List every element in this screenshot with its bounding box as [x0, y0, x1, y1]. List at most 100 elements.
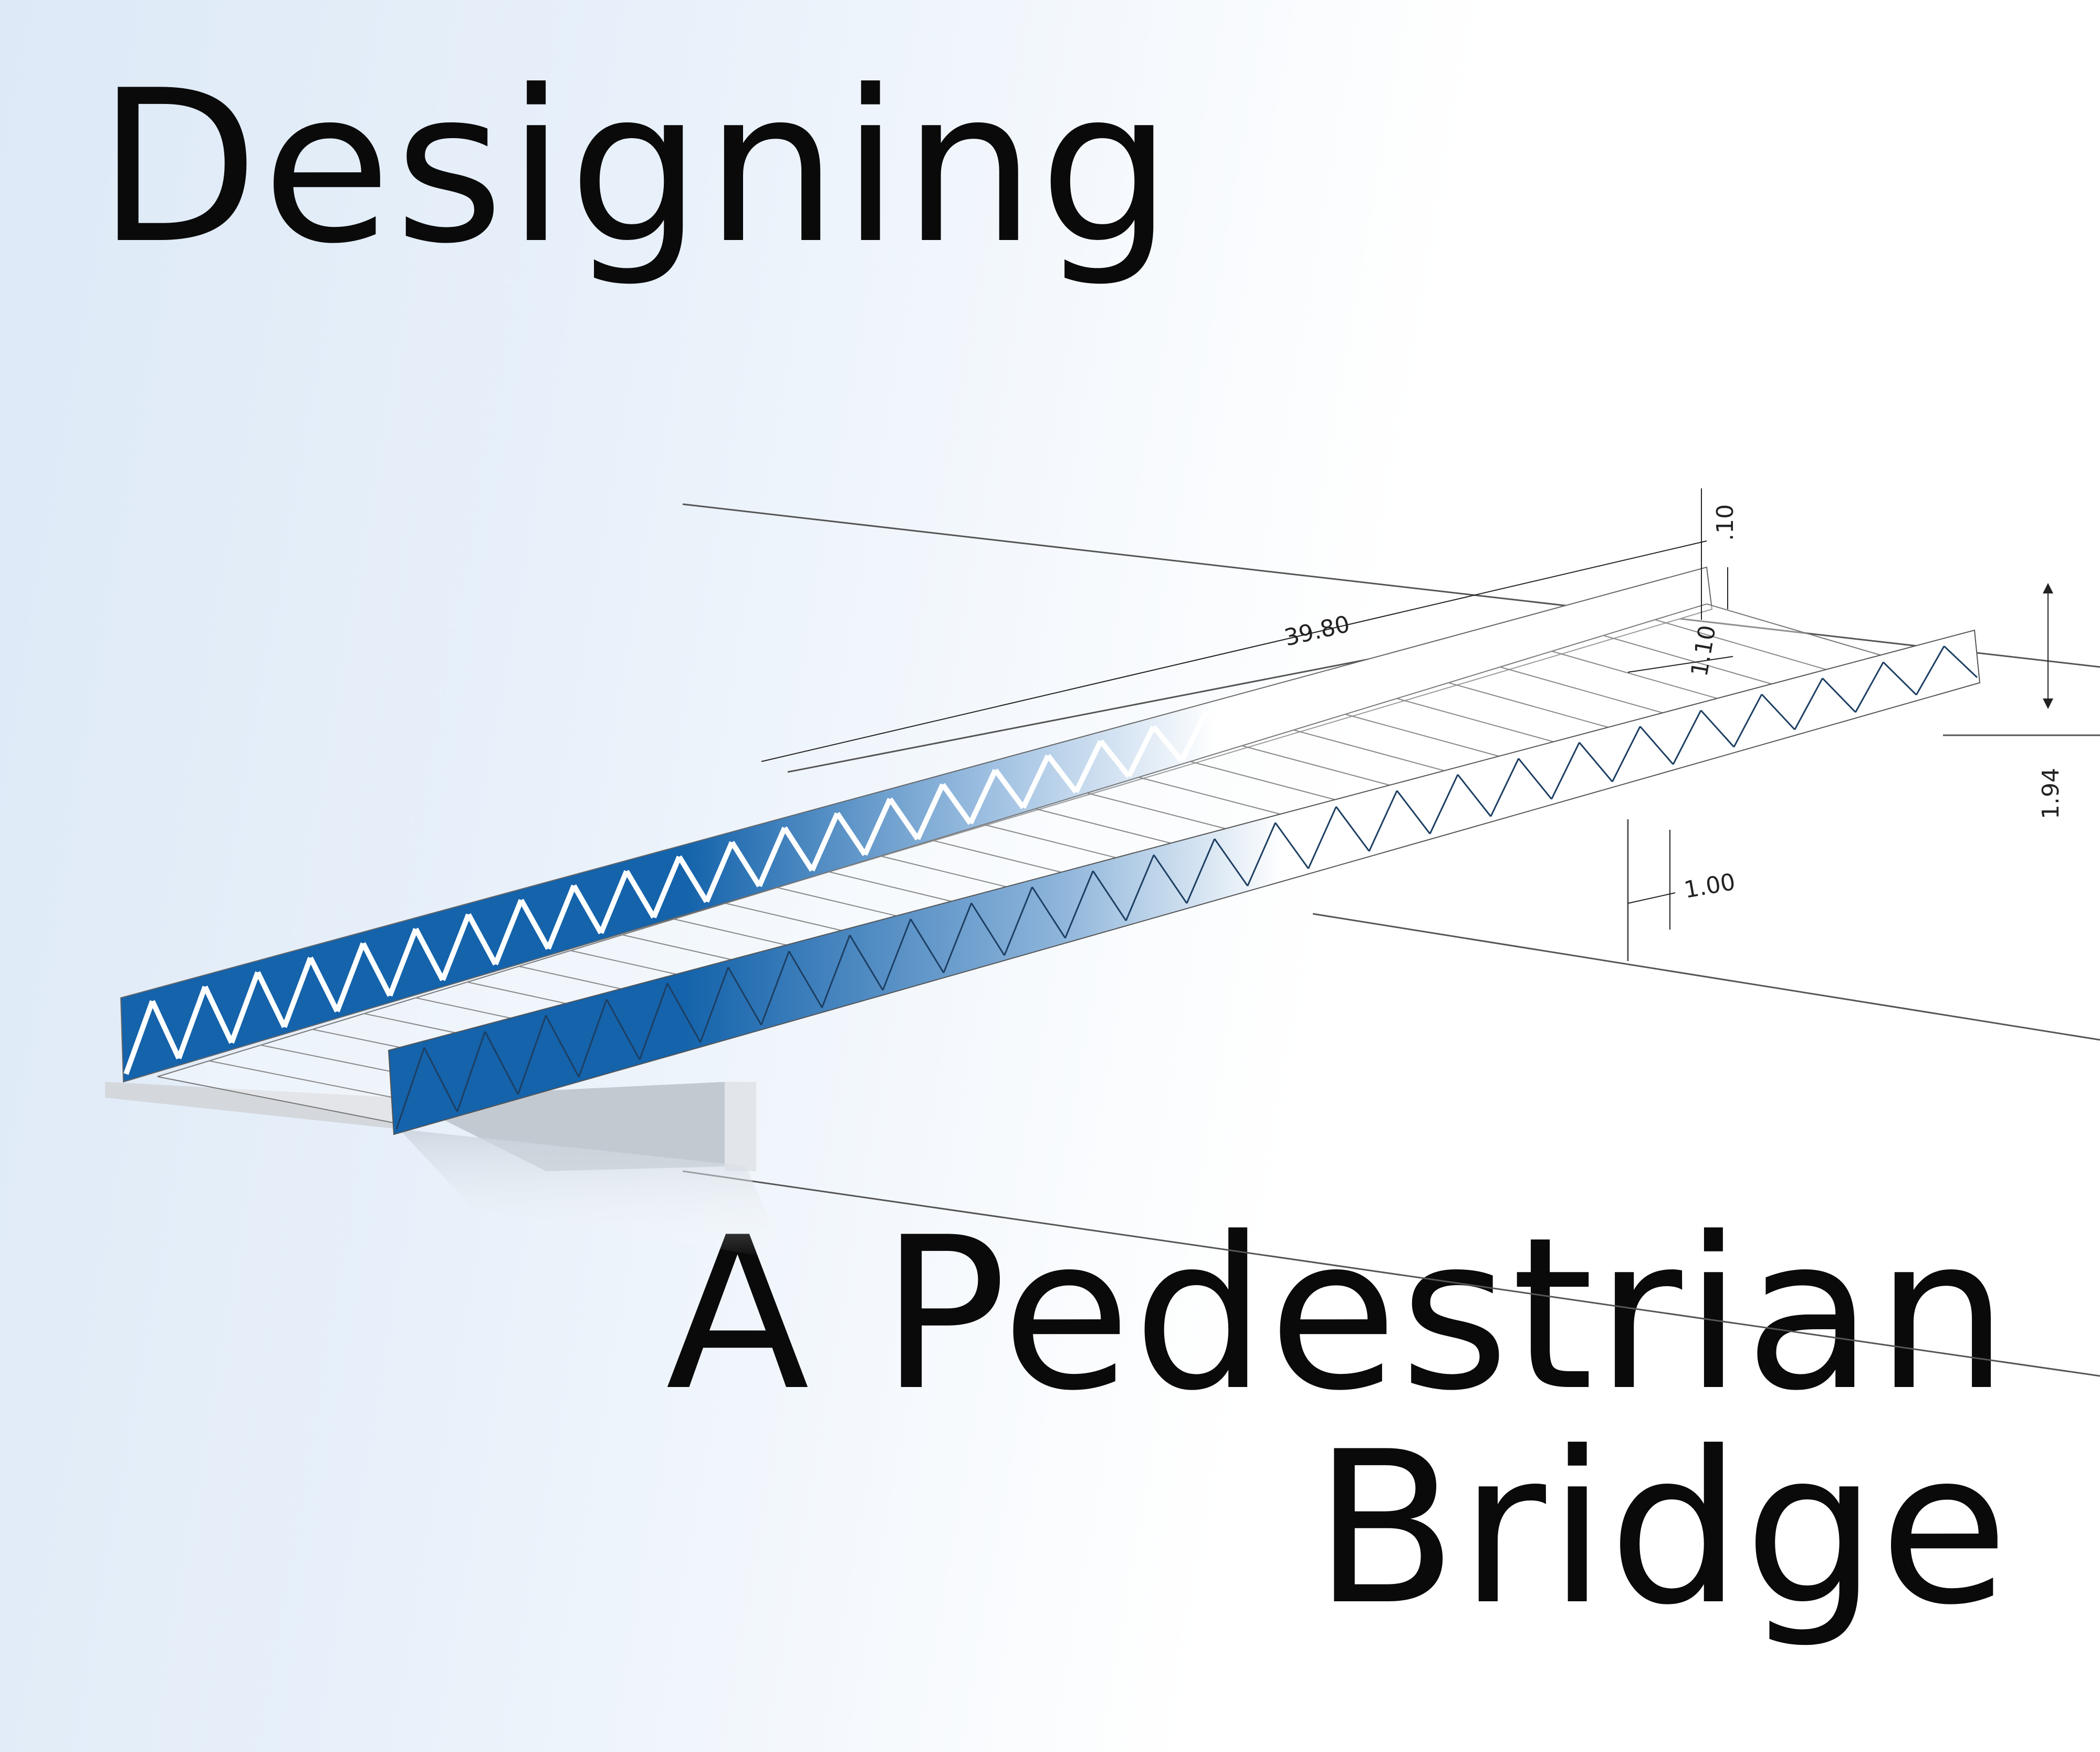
near-truss-web: [1125, 854, 1155, 921]
near-truss-web: [699, 967, 729, 1043]
near-truss-web: [1639, 726, 1674, 765]
far-truss-web: [361, 942, 392, 997]
far-truss-web: [1573, 609, 1606, 638]
near-truss-web: [1672, 710, 1702, 765]
far-truss-web: [993, 768, 1026, 809]
near-truss-web: [849, 934, 884, 991]
far-truss-web: [1415, 652, 1447, 684]
far-truss-web: [281, 956, 313, 1028]
near-truss-web: [545, 1015, 580, 1078]
far-truss-web: [202, 985, 234, 1044]
near-truss-web: [1004, 887, 1033, 956]
near-truss-web: [484, 1031, 519, 1095]
far-truss-web: [1338, 668, 1367, 715]
near-truss-web: [1612, 726, 1641, 783]
far-truss-web: [1126, 725, 1156, 778]
near-truss-web: [1457, 774, 1492, 817]
far-truss-web: [651, 856, 682, 919]
far-truss-web: [440, 913, 471, 981]
far-truss-web: [757, 827, 787, 887]
far-truss-web: [519, 899, 551, 950]
far-truss-web: [1151, 725, 1184, 763]
far-truss-web: [729, 841, 762, 888]
near-truss-web: [1214, 838, 1248, 887]
near-truss-web: [666, 983, 702, 1043]
far-truss-web: [1257, 696, 1289, 732]
near-truss-web: [423, 1047, 458, 1112]
far-truss-web: [466, 913, 498, 966]
near-truss-web: [605, 999, 641, 1060]
near-truss-web: [1247, 822, 1277, 887]
far-truss-web: [1601, 595, 1630, 637]
near-truss-web: [1794, 677, 1823, 730]
far-truss-web: [624, 870, 656, 919]
far-truss-web: [1443, 639, 1472, 684]
near-truss-web: [970, 902, 1005, 956]
far-truss-web: [335, 942, 366, 1013]
far-truss-web: [413, 927, 445, 982]
construction-lines: [682, 503, 2100, 1377]
near-truss-web: [1944, 645, 1978, 679]
near-truss-web: [1855, 662, 1884, 713]
title-designing: Designing: [97, 46, 1176, 290]
near-truss-web: [1092, 870, 1127, 921]
near-truss: [388, 629, 1981, 1135]
near-truss-web: [456, 1031, 486, 1112]
near-truss-web: [1064, 870, 1094, 938]
far-truss-web: [1654, 581, 1683, 621]
near-truss-web: [1700, 710, 1735, 748]
far-truss-web: [704, 841, 735, 903]
far-truss-web: [809, 812, 840, 872]
far-truss-web: [1284, 682, 1314, 731]
far-truss-web: [150, 1000, 182, 1060]
near-truss-web: [1335, 806, 1370, 852]
far-truss-web: [677, 855, 709, 903]
far-truss-web: [782, 826, 814, 872]
near-truss-web: [395, 1047, 425, 1130]
far-truss-web: [1179, 711, 1209, 762]
far-truss-web: [1626, 595, 1658, 622]
near-truss-web: [1883, 661, 1917, 696]
far-truss-web: [598, 870, 629, 934]
near-truss-web: [727, 967, 762, 1026]
far-truss-web: [1309, 681, 1342, 716]
near-truss-web: [821, 935, 851, 1008]
near-truss-web: [910, 919, 945, 974]
near-truss-web: [578, 999, 608, 1078]
far-truss-web: [1232, 696, 1261, 746]
far-truss-web: [1549, 610, 1577, 653]
near-truss-web: [639, 983, 668, 1060]
far-truss-web: [941, 783, 973, 825]
near-truss-web: [1368, 790, 1398, 852]
far-truss-web: [1099, 739, 1131, 778]
near-truss-web: [1429, 774, 1459, 835]
far-truss-web: [255, 971, 287, 1028]
near-truss-web: [1308, 806, 1337, 869]
near-truss-web: [760, 951, 790, 1026]
far-truss-web: [1496, 624, 1525, 668]
far-truss-web: [835, 811, 868, 857]
dim-top-offset: .10: [1712, 504, 1739, 541]
far-truss-web: [1468, 638, 1500, 669]
far-truss-web: [387, 927, 419, 997]
dim-span-length: 39.80: [1282, 611, 1352, 652]
near-truss-web: [1822, 677, 1856, 713]
near-truss-web: [1518, 758, 1552, 800]
far-truss-web: [229, 971, 260, 1044]
near-truss-web: [1761, 693, 1795, 731]
far-truss-web: [123, 1000, 155, 1075]
far-truss-web: [1362, 667, 1395, 700]
far-truss-web: [546, 884, 577, 950]
near-truss-web: [1274, 822, 1309, 869]
far-truss-web: [1046, 754, 1078, 794]
near-truss-web: [788, 951, 823, 1008]
far-truss-web: [493, 899, 524, 966]
far-truss-web: [1204, 710, 1237, 747]
near-truss-web: [1490, 758, 1520, 817]
far-truss-web: [1678, 580, 1711, 607]
near-truss-web: [1551, 742, 1580, 800]
far-truss-web: [176, 986, 208, 1059]
far-truss-web: [571, 884, 603, 934]
near-truss-web: [517, 1015, 547, 1095]
